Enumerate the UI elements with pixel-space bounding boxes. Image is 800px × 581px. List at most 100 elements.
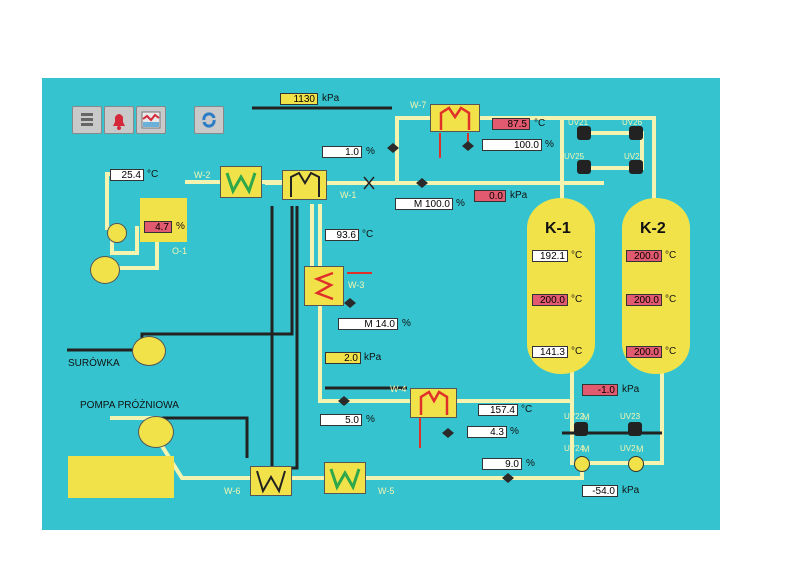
vac-pressure-unit: kPa [622,485,640,496]
vacuum-tank[interactable] [68,456,174,498]
coil-icon [225,172,257,195]
heat-exchanger-w7[interactable] [430,104,480,132]
label-w4: W-4 [390,384,407,394]
left-valve-unit: % [366,146,375,157]
pipe-feed [105,172,122,230]
w3-temp-unit: °C [362,229,374,240]
w4-valve-unit: % [510,426,519,437]
label-m-3: M [636,444,644,454]
label-w7: W-7 [410,100,427,110]
label-m-1: M [582,412,590,422]
w4-temp-unit: °C [521,404,533,415]
label-surowka: SURÓWKA [68,358,120,369]
k2-mid-temp: 200.0 [626,294,662,306]
heat-exchanger-w6[interactable] [250,466,292,496]
label-k2: K-2 [640,220,666,237]
column-k2[interactable] [622,198,690,374]
pipe-k-bottom [570,366,664,465]
label-w5: W-5 [378,486,395,496]
uv21-valve[interactable] [577,126,591,140]
top-pressure-readout: 1130 [280,93,318,105]
w7-valve-unit: % [545,139,554,150]
valve-w7 [462,141,474,151]
toolbar-button-refresh[interactable] [194,106,224,134]
pipe-w1-line [325,181,564,200]
valve-bottom-left [338,396,350,406]
k1-bot-unit: °C [571,346,583,357]
w7-temp-readout: 87.5 [492,118,530,130]
label-uv28: UV28 [624,152,645,161]
label-uv23: UV23 [620,412,641,421]
k2-bot-temp: 200.0 [626,346,662,358]
heat-exchanger-w1[interactable] [282,170,327,200]
feed-pump[interactable] [132,336,166,366]
process-panel: 1130 kPa W-7 87.5 °C 100.0 % 1.0 % W-1 M… [42,78,720,530]
bottom-left-valve-readout: 5.0 [320,414,362,426]
vac-pressure-readout: -54.0 [582,485,618,497]
pipe-uv-manifold-2 [580,131,644,170]
heat-exchanger-w5[interactable] [324,462,366,494]
k2-mid-unit: °C [665,294,677,305]
k-pressure-readout: -1.0 [582,384,618,396]
top-pressure-unit: kPa [322,93,340,104]
uv24-pump[interactable] [574,456,590,472]
pump-o1[interactable] [90,256,120,284]
label-uv2: UV2 [620,444,636,453]
toolbar-button-alarm[interactable] [104,106,134,134]
uv2-pump[interactable] [628,456,644,472]
k1-bot-temp: 141.3 [532,346,568,358]
label-k1: K-1 [545,220,571,237]
coil-icon [419,390,449,415]
coil-icon [290,171,320,197]
separator-o1[interactable] [140,198,187,242]
label-uv21: UV21 [568,118,589,127]
vacuum-pump[interactable] [138,416,174,448]
uv25-valve[interactable] [577,160,591,174]
trend-chart-icon [141,111,161,129]
label-o1: O-1 [172,246,188,256]
label-pompa: POMPA PRÓŻNIOWA [80,400,179,411]
uv23-valve[interactable] [628,422,642,436]
o1-level-unit: % [176,221,185,232]
label-w1: W-1 [340,190,357,200]
k1-top-unit: °C [571,250,583,261]
label-uv22: UV22 [564,412,585,421]
label-uv24: UV24 [564,444,585,453]
uv28-valve[interactable] [629,160,643,174]
w3-pressure-unit: kPa [364,352,382,363]
pipe-w6-outer [162,416,249,458]
valve-w4 [442,428,454,438]
pipe-network [67,106,664,483]
w3-valve-unit: % [402,318,411,329]
left-valve-readout: 1.0 [322,146,362,158]
coil-icon [439,106,471,130]
toolbar-button-docs[interactable] [72,106,102,134]
line-pressure-readout: 0.0 [474,190,506,202]
w4-valve-readout: 4.3 [467,426,507,438]
o1-temp-readout: 25.4 [110,169,144,181]
refresh-icon [202,112,216,128]
label-uv26: UV26 [622,118,643,127]
bottom-valve-readout: 9.0 [482,458,522,470]
valve-bottom [502,473,514,483]
pump-o1-small[interactable] [107,223,127,243]
m-valve-unit: % [456,198,465,209]
k1-mid-temp: 200.0 [532,294,568,306]
w7-temp-unit: °C [534,118,546,129]
toolbar-button-trend[interactable] [136,106,166,134]
valve-w3 [344,298,356,308]
uv22-valve[interactable] [574,422,588,436]
uv26-valve[interactable] [629,126,643,140]
w4-temp-readout: 157.4 [478,404,518,416]
k1-mid-unit: °C [571,294,583,305]
heat-exchanger-w2[interactable] [220,166,262,198]
w3-pressure-readout: 2.0 [325,352,361,364]
k2-top-temp: 200.0 [626,250,662,262]
o1-temp-unit: °C [147,169,159,180]
w7-valve-readout: 100.0 [482,139,542,151]
label-m-2: M [582,444,590,454]
column-k1[interactable] [527,198,595,374]
heat-exchanger-w4[interactable] [410,388,457,418]
heat-exchanger-w3[interactable] [304,266,344,306]
m-valve-readout: M 100.0 [395,198,453,210]
